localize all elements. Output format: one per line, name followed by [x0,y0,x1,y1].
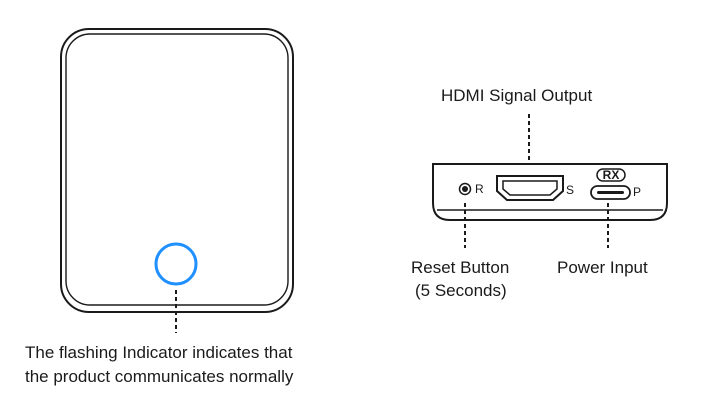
device-front-inner-outline [65,33,289,306]
reset-port-outer [458,182,472,196]
device-side-housing [432,163,668,221]
rx-badge [596,168,626,182]
device-front-view: The flashing Indicator indicates that th… [25,28,294,386]
rx-label: RX [603,168,620,182]
device-front-outer-outline [60,28,294,313]
reset-button-label-line-2: (5 Seconds) [415,281,507,300]
power-port-inner [597,191,624,194]
hdmi-port-inner [502,180,558,196]
reset-button-label-line-1: Reset Button [411,258,509,277]
reset-port-inner [462,186,468,192]
indicator-caption-line-1: The flashing Indicator indicates that [25,343,293,362]
status-indicator-ring [154,242,198,286]
hdmi-port-outer [496,175,564,201]
indicator-caption-line-2: the product communicates normally [25,367,294,386]
power-port-outer [590,185,631,200]
power-port-letter: P [633,185,641,199]
device-side-view: HDMI Signal Output R S RX P Reset Button… [411,86,668,300]
reset-port-letter: R [475,182,484,196]
hdmi-output-label: HDMI Signal Output [441,86,592,105]
hdmi-port-letter: S [566,183,574,197]
power-input-label: Power Input [557,258,648,277]
